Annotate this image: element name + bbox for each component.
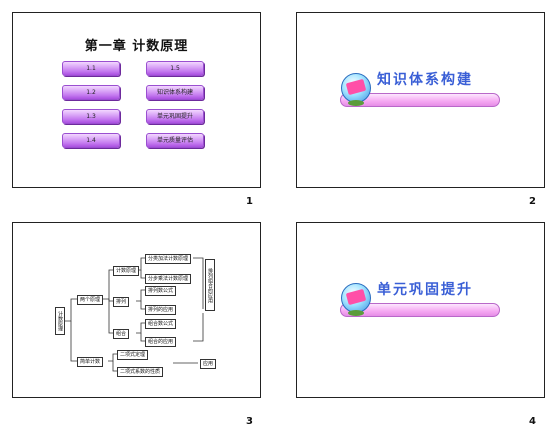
slide-thumbnail-3[interactable]: 计数原理 两个原理 简单计数 计数原理 排列 组合 分类加法计数原理 分步乘法计… <box>12 222 261 398</box>
mind-map-connectors <box>65 257 204 372</box>
mind-map-node: 二项式定理 <box>117 350 149 360</box>
page-number-4: 4 <box>529 416 536 427</box>
unit-assessment-button[interactable]: 单元质量评估 <box>146 133 204 148</box>
mind-map-node: 组合数公式 <box>145 319 177 329</box>
chapter-title: 第一章 计数原理 <box>84 39 189 54</box>
mind-map-root: 计数原理 <box>55 307 65 335</box>
slide-thumbnail-4[interactable]: 单元巩固提升 <box>296 222 545 398</box>
section-button-1[interactable]: 1.1 <box>62 61 120 76</box>
slide-thumbnail-2[interactable]: 知识体系构建 <box>296 12 545 188</box>
knowledge-system-button[interactable]: 知识体系构建 <box>146 85 204 100</box>
section-title: 单元巩固提升 <box>377 282 473 298</box>
page-number-2: 2 <box>529 196 536 207</box>
mind-map-node: 组合 <box>113 329 130 339</box>
section-button-4[interactable]: 1.4 <box>62 133 120 148</box>
trophy-icon <box>341 283 371 316</box>
section-button-5[interactable]: 1.5 <box>146 61 204 76</box>
slide-thumbnail-1[interactable]: 第一章 计数原理 1.1 1.2 1.3 1.4 1.5 知识体系构建 单元巩固… <box>12 12 261 188</box>
page-number-3: 3 <box>246 416 253 427</box>
mind-map-node: 分步乘法计数原理 <box>145 274 192 284</box>
mind-map-node: 两个原理 <box>77 295 104 305</box>
mind-map-side-node: 应用 <box>200 359 217 369</box>
unit-review-button[interactable]: 单元巩固提升 <box>146 109 204 124</box>
mind-map-node: 排列的应用 <box>145 305 177 315</box>
section-button-2[interactable]: 1.2 <box>62 85 120 100</box>
title-banner <box>340 93 500 107</box>
mind-map-node: 二项式系数的性质 <box>117 367 164 377</box>
section-title: 知识体系构建 <box>377 72 473 88</box>
mind-map-node: 排列数公式 <box>145 286 177 296</box>
mind-map-node: 分类加法计数原理 <box>145 254 192 264</box>
section-button-3[interactable]: 1.3 <box>62 109 120 124</box>
title-banner <box>340 303 500 317</box>
mind-map-node: 组合的应用 <box>145 337 177 347</box>
mind-map-node: 排列 <box>113 297 130 307</box>
trophy-icon <box>341 73 371 106</box>
page-number-1: 1 <box>246 196 253 207</box>
mind-map-node: 计数原理 <box>113 266 140 276</box>
mind-map-side-node: 排列组合的应用 <box>205 259 215 311</box>
mind-map-node: 简单计数 <box>77 357 104 367</box>
